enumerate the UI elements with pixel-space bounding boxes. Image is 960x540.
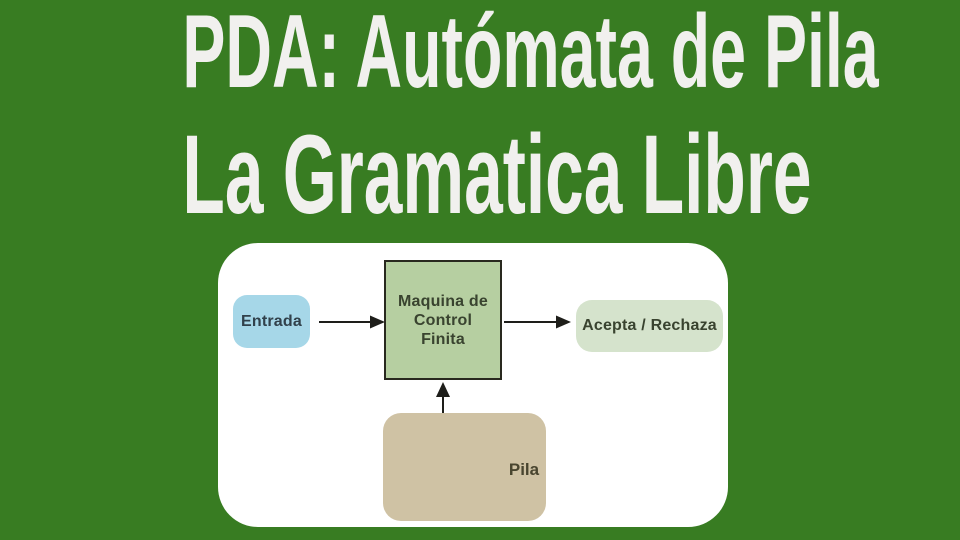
acepta-rechaza-label: Acepta / Rechaza [582, 317, 717, 334]
control-label-line2: Control [413, 311, 473, 329]
output-arrow [504, 315, 571, 329]
control-label-line1: Maquina de [397, 292, 488, 310]
title-line-1: PDA: Autómata de Pila [182, 0, 879, 110]
input-arrow [319, 315, 385, 329]
pila-node [383, 413, 546, 521]
acepta-rechaza-node: Acepta / Rechaza [576, 300, 723, 352]
control-label-line3: Finita [421, 330, 465, 348]
pila-label: Pila [508, 460, 540, 479]
slide-title: PDA: Autómata de Pila La Gramatica Libre [0, 0, 960, 236]
entrada-label: Entrada [241, 312, 302, 330]
diagram-card: Entrada Maquina de Control Finita Acepta… [218, 243, 728, 527]
control-node: Maquina de Control Finita [384, 260, 502, 380]
title-line-2: La Gramatica Libre [182, 112, 812, 237]
entrada-node: Entrada [233, 295, 310, 348]
